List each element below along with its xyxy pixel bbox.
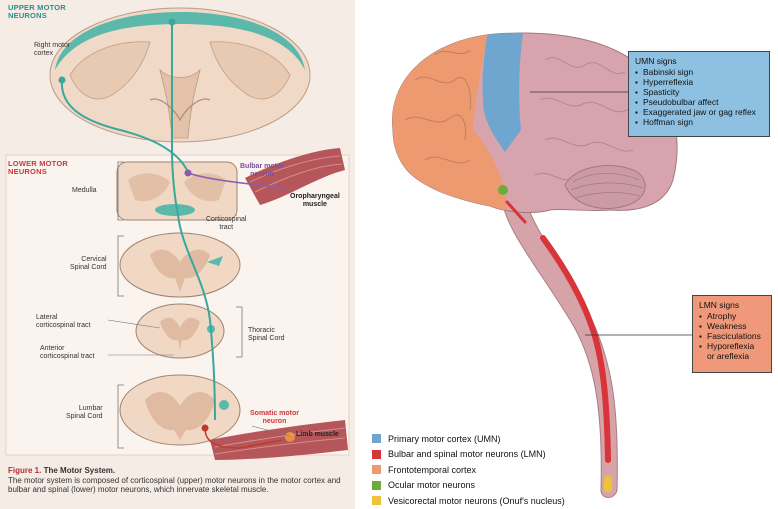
upper-motor-neurons-header: UPPER MOTOR NEURONS <box>8 4 66 21</box>
legend-swatch <box>372 465 381 474</box>
lmn-signs-list: Atrophy Weakness Fasciculations Hyporefl… <box>699 312 765 362</box>
legend-item: Primary motor cortex (UMN) <box>372 431 565 447</box>
somatic-motor-neuron-label: Somatic motor neuron <box>250 410 299 426</box>
figure-caption-text: The motor system is composed of corticos… <box>8 476 348 495</box>
motor-system-figure: UPPER MOTOR NEURONS LOWER MOTOR NEURONS … <box>0 0 355 509</box>
lateral-corticospinal-tract-label: Lateral corticospinal tract <box>36 314 90 330</box>
ocular-motor-neurons-marker <box>498 185 508 195</box>
legend-item: Vesicorectal motor neurons (Onuf's nucle… <box>372 493 565 509</box>
legend-label: Ocular motor neurons <box>388 480 475 490</box>
umn-signs-box: UMN signs Babinski sign Hyperreflexia Sp… <box>628 51 770 137</box>
legend-swatch <box>372 481 381 490</box>
figure-caption: Figure 1. The Motor System. The motor sy… <box>8 466 348 495</box>
legend-label: Vesicorectal motor neurons (Onuf's nucle… <box>388 496 565 506</box>
umn-signs-list: Babinski sign Hyperreflexia Spasticity P… <box>635 68 763 128</box>
legend-swatch <box>372 496 381 505</box>
legend-label: Primary motor cortex (UMN) <box>388 434 501 444</box>
bulbar-motor-neuron-label: Bulbar motor neuron <box>240 163 284 179</box>
legend-item: Ocular motor neurons <box>372 478 565 494</box>
figure-label: Figure 1. <box>8 466 41 475</box>
cervical-cord-section <box>120 233 240 297</box>
medulla-label: Medulla <box>72 187 97 195</box>
lmn-signs-title: LMN signs <box>699 300 765 310</box>
legend-swatch <box>372 434 381 443</box>
legend-item: Bulbar and spinal motor neurons (LMN) <box>372 447 565 463</box>
lmn-signs-box: LMN signs Atrophy Weakness Fasciculation… <box>692 295 772 373</box>
figure-caption-title: Figure 1. The Motor System. <box>8 466 348 476</box>
cervical-spinal-cord-label: Cervical Spinal Cord <box>70 256 107 272</box>
umn-sign-item: Hoffman sign <box>635 118 763 128</box>
thoracic-spinal-cord-label: Thoracic Spinal Cord <box>248 327 285 343</box>
lumbar-spinal-cord-label: Lumbar Spinal Cord <box>66 405 103 421</box>
brain-coronal-section <box>50 8 310 142</box>
limb-muscle-label: Limb muscle <box>296 431 339 439</box>
onufs-nucleus-marker <box>604 476 612 492</box>
lmn-sign-item: Hyporeflexia or areflexia <box>699 342 765 362</box>
legend-swatch <box>372 450 381 459</box>
legend: Primary motor cortex (UMN) Bulbar and sp… <box>372 431 565 509</box>
umn-signs-title: UMN signs <box>635 56 763 66</box>
lumbar-cord-section <box>120 375 240 445</box>
oropharyngeal-muscle-label: Oropharyngeal muscle <box>290 193 340 209</box>
anterior-corticospinal-tract-label: Anterior corticospinal tract <box>40 345 94 361</box>
corticospinal-tract-label: Corticospinal tract <box>206 216 246 232</box>
legend-label: Frontotemporal cortex <box>388 465 476 475</box>
right-motor-cortex-label: Right motor cortex <box>34 42 70 58</box>
legend-item: Frontotemporal cortex <box>372 462 565 478</box>
figure-title: The Motor System. <box>44 466 116 475</box>
lower-motor-neurons-header: LOWER MOTOR NEURONS <box>8 160 68 177</box>
legend-label: Bulbar and spinal motor neurons (LMN) <box>388 449 546 459</box>
